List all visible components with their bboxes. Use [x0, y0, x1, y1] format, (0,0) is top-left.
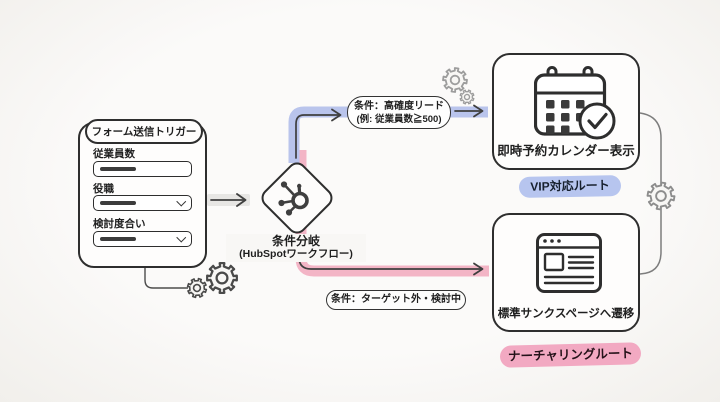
hubspot-sprocket-icon [278, 181, 309, 216]
consideration-select [93, 231, 192, 247]
field-label-employees: 従業員数 [93, 148, 135, 160]
vip-condition-line1: 条件：高確度リード [354, 101, 444, 112]
vip-condition-label: 条件：高確度リード (例: 従業員数≧500) [347, 96, 451, 129]
form-settings-connector [144, 268, 188, 289]
gear-icon [184, 275, 210, 301]
thanks-page-node: 標準サンクスページへ遷移 [492, 213, 640, 332]
decision-subtitle: (HubSpotワークフロー) [239, 248, 353, 260]
gear-icon [206, 262, 238, 294]
calendar-node-label: 即時予約カレンダー表示 [497, 144, 635, 158]
trigger-arrow [207, 193, 250, 207]
nurture-condition-label: 条件：ターゲット外・検討中 [326, 290, 466, 310]
chevron-down-icon [176, 232, 186, 243]
text-placeholder-line [100, 237, 136, 241]
vip-condition-line2: (例: 従業員数≧500) [356, 114, 442, 125]
vip-route-badge: VIP対応ルート [518, 175, 622, 198]
form-trigger-title: フォーム送信トリガー [85, 119, 203, 144]
field-label-consideration: 検討度合い [93, 218, 146, 230]
decision-node [257, 158, 337, 238]
calendar-node: 即時予約カレンダー表示 [492, 53, 640, 170]
employees-input [93, 161, 192, 177]
role-select [93, 195, 192, 211]
chevron-down-icon [176, 196, 186, 207]
decision-label: 条件分岐 (HubSpotワークフロー) [226, 234, 366, 262]
gear-icon [440, 65, 470, 95]
decision-title: 条件分岐 [271, 234, 320, 248]
field-label-role: 役職 [93, 183, 114, 195]
text-placeholder-line [100, 167, 136, 171]
thanks-page-node-label: 標準サンクスページへ遷移 [497, 308, 635, 320]
nurture-route-badge: ナーチャリングルート [499, 342, 642, 368]
gear-icon [644, 179, 678, 213]
calendar-check-icon [534, 66, 616, 140]
browser-page-icon [536, 233, 602, 293]
vip-route-line [288, 104, 488, 163]
text-placeholder-line [100, 201, 136, 205]
